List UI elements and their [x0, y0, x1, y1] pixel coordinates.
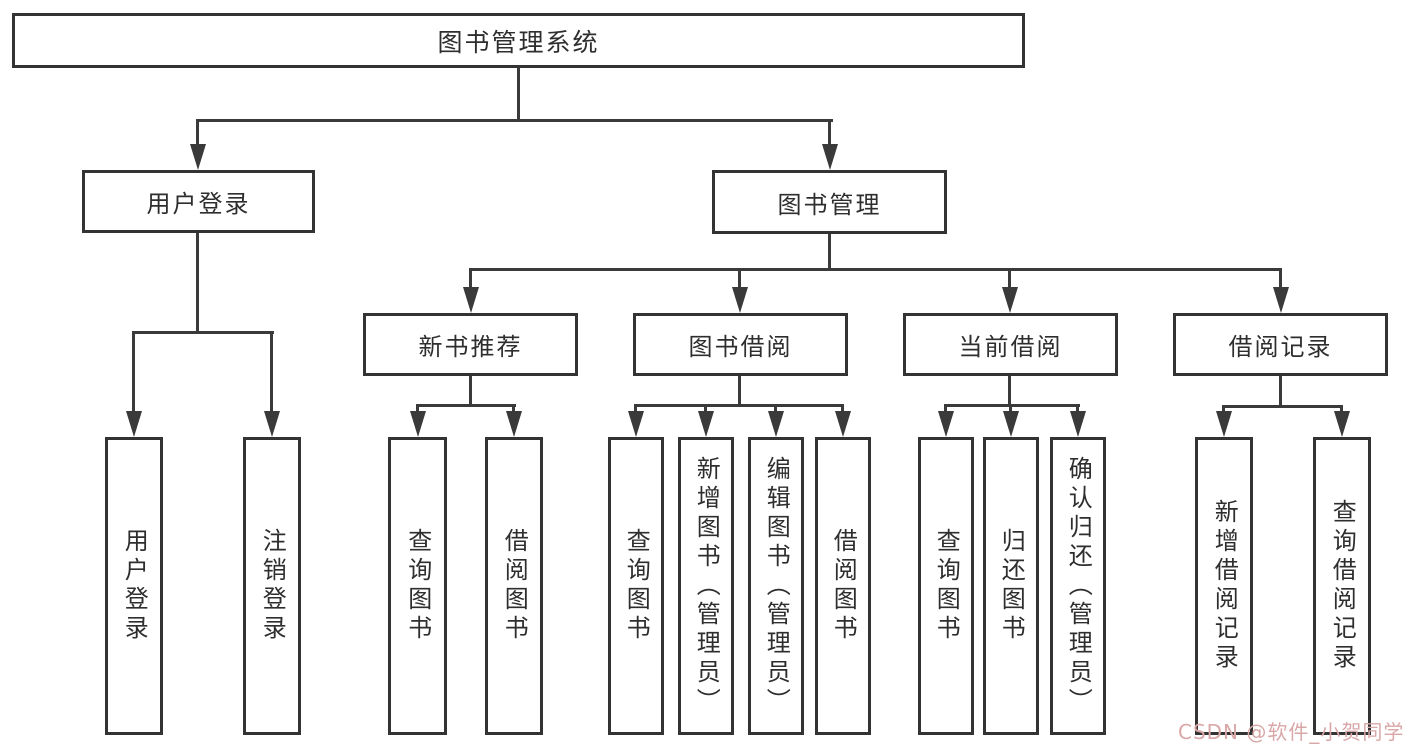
- connector-drop-bb-add: [704, 404, 707, 414]
- arrowhead-bb-add: [698, 411, 714, 437]
- connector-drop-br-query: [1340, 405, 1343, 414]
- arrowhead-rec-query: [410, 411, 426, 437]
- node-leaf-rec-query-book-label: 查询图书: [403, 528, 432, 644]
- node-root-label: 图书管理系统: [437, 27, 600, 57]
- arrowhead-cb-confirm: [1070, 411, 1086, 437]
- connector-drop-rec-query: [416, 404, 419, 414]
- connector-userlogin-trunk: [196, 233, 199, 334]
- connector-drop-borrowrecord: [1279, 268, 1282, 290]
- connector-borrowrecord-trunk: [1279, 376, 1282, 407]
- arrowhead-newbookrec: [463, 287, 479, 313]
- node-book-mgmt-label: 图书管理: [777, 190, 882, 219]
- arrowhead-user-login: [190, 144, 206, 170]
- node-leaf-cb-return-book: 归还图书: [983, 437, 1039, 735]
- node-leaf-user-login-label: 用户登录: [120, 528, 149, 644]
- node-leaf-br-add-record-label: 新增借阅记录: [1210, 499, 1239, 673]
- node-book-borrow-label: 图书借阅: [688, 333, 793, 361]
- connector-newbookrec-trunk: [469, 375, 472, 406]
- node-leaf-cb-return-book-label: 归还图书: [997, 528, 1026, 644]
- node-book-mgmt: 图书管理: [712, 170, 947, 234]
- connector-bookborrow-branch: [635, 404, 844, 407]
- connector-root-branch: [197, 119, 833, 122]
- connector-drop-currentborrow: [1008, 268, 1011, 290]
- node-new-book-rec-label: 新书推荐: [418, 333, 523, 361]
- connector-drop-cb-query: [944, 404, 947, 414]
- connector-drop-book-mgmt: [828, 119, 831, 147]
- node-leaf-bb-add-book-label: 新增图书（管理员）: [692, 455, 721, 717]
- node-leaf-br-query-record: 查询借阅记录: [1313, 437, 1371, 735]
- node-user-login-label: 用户登录: [146, 190, 251, 218]
- node-leaf-bb-query-book-label: 查询图书: [622, 528, 651, 644]
- connector-currentborrow-trunk: [1008, 375, 1011, 406]
- connector-borrowrecord-branch: [1223, 405, 1343, 408]
- arrowhead-userlogin-do: [126, 411, 142, 437]
- arrowhead-bookborrow: [732, 287, 748, 313]
- node-leaf-cb-confirm-return-label: 确认归还（管理员）: [1064, 455, 1093, 717]
- connector-userlogin-branch: [133, 331, 274, 334]
- connector-drop-cb-confirm: [1076, 404, 1079, 414]
- node-leaf-rec-borrow-book: 借阅图书: [485, 437, 543, 735]
- connector-newbookrec-branch: [417, 404, 516, 407]
- connector-bookborrow-trunk: [738, 375, 741, 406]
- connector-drop-bb-borrow: [841, 404, 844, 414]
- node-leaf-br-add-record: 新增借阅记录: [1195, 437, 1253, 735]
- csdn-watermark: CSDN @软件_小贺同学: [1178, 720, 1405, 744]
- node-leaf-user-login: 用户登录: [105, 437, 163, 735]
- connector-drop-bb-edit: [774, 404, 777, 414]
- connector-drop-bb-query: [634, 404, 637, 414]
- connector-drop-br-add: [1222, 405, 1225, 414]
- node-user-login: 用户登录: [82, 170, 315, 233]
- connector-root-trunk: [517, 68, 520, 121]
- connector-drop-bookborrow: [738, 268, 741, 290]
- connector-currentborrow-branch: [945, 404, 1080, 407]
- arrowhead-currentborrow: [1002, 287, 1018, 313]
- node-leaf-bb-borrow-book: 借阅图书: [815, 437, 871, 735]
- arrowhead-cb-query: [938, 411, 954, 437]
- node-leaf-cb-confirm-return: 确认归还（管理员）: [1050, 437, 1106, 735]
- connector-bookmgmt-branch: [469, 268, 1282, 271]
- arrowhead-br-add: [1216, 411, 1232, 437]
- node-current-borrow-label: 当前借阅: [958, 333, 1063, 361]
- node-root: 图书管理系统: [12, 13, 1025, 68]
- connector-drop-cb-return: [1009, 404, 1012, 414]
- arrowhead-bb-edit: [768, 411, 784, 437]
- arrowhead-bb-query: [628, 411, 644, 437]
- node-leaf-br-query-record-label: 查询借阅记录: [1328, 499, 1357, 673]
- arrowhead-br-query: [1334, 411, 1350, 437]
- arrowhead-rec-borrow: [506, 411, 522, 437]
- node-leaf-bb-edit-book: 编辑图书（管理员）: [748, 437, 804, 735]
- node-leaf-bb-add-book: 新增图书（管理员）: [678, 437, 734, 735]
- arrowhead-borrowrecord: [1273, 287, 1289, 313]
- node-current-borrow: 当前借阅: [903, 313, 1118, 376]
- node-leaf-bb-borrow-book-label: 借阅图书: [829, 528, 858, 644]
- node-leaf-logout: 注销登录: [243, 437, 301, 735]
- arrowhead-book-mgmt: [822, 144, 838, 170]
- node-new-book-rec: 新书推荐: [363, 313, 578, 376]
- connector-drop-rec-borrow: [512, 404, 515, 414]
- connector-drop-user-login: [196, 119, 199, 147]
- node-leaf-rec-borrow-book-label: 借阅图书: [500, 528, 529, 644]
- connector-bookmgmt-trunk: [828, 234, 831, 271]
- node-leaf-rec-query-book: 查询图书: [388, 437, 447, 735]
- node-leaf-bb-query-book: 查询图书: [608, 437, 664, 735]
- connector-drop-userlogin-do: [132, 331, 135, 413]
- node-leaf-bb-edit-book-label: 编辑图书（管理员）: [762, 455, 791, 717]
- node-book-borrow: 图书借阅: [633, 313, 848, 376]
- node-leaf-cb-query-book-label: 查询图书: [932, 528, 961, 644]
- arrowhead-bb-borrow: [835, 411, 851, 437]
- connector-drop-newbookrec: [469, 268, 472, 290]
- arrowhead-logout: [264, 411, 280, 437]
- arrowhead-cb-return: [1003, 411, 1019, 437]
- node-borrow-record-label: 借阅记录: [1228, 333, 1333, 361]
- connector-drop-logout: [270, 331, 273, 413]
- node-leaf-cb-query-book: 查询图书: [918, 437, 974, 735]
- node-leaf-logout-label: 注销登录: [258, 528, 287, 644]
- node-borrow-record: 借阅记录: [1173, 313, 1388, 376]
